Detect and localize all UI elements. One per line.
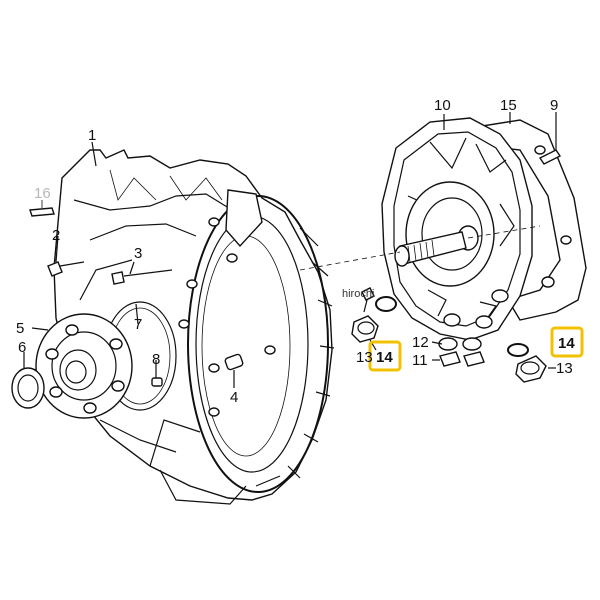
callout-12: 12: [412, 334, 429, 351]
leader-lines-left: [23, 141, 235, 388]
oring-left: [375, 296, 397, 312]
oring-right: [507, 343, 529, 357]
callout-9: 9: [550, 97, 558, 114]
callout-1: 1: [88, 127, 96, 144]
callout-13-left: 13: [356, 349, 373, 366]
plug-left: [351, 287, 379, 343]
callout-11: 11: [412, 352, 428, 369]
plug-right: [515, 355, 547, 383]
shaft-seal: [11, 367, 45, 409]
callout-7: 7: [134, 316, 142, 333]
callout-2: 2: [52, 227, 60, 244]
pump-cover-assembly: [381, 117, 587, 341]
callout-14-right: 14: [558, 335, 575, 352]
callout-10: 10: [434, 97, 451, 114]
bolt-11: [439, 351, 485, 367]
washer-12: [438, 337, 482, 351]
callout-16: 16: [34, 185, 51, 202]
callout-3: 3: [134, 245, 142, 262]
callout-4: 4: [230, 389, 238, 406]
callout-13-right: 13: [556, 360, 573, 377]
output-flange: [35, 313, 133, 419]
callout-14-left: 14: [376, 349, 393, 366]
watermark-text: hirochi: [342, 288, 374, 300]
callout-15: 15: [500, 97, 517, 114]
highlight-box-14-left: [368, 340, 402, 372]
assembly-axis-2: [467, 225, 541, 239]
flange-bolt-holes: [178, 217, 276, 417]
callout-6: 6: [18, 339, 26, 356]
assembly-axis: [299, 251, 401, 271]
callout-5: 5: [16, 320, 24, 337]
highlight-box-14-right: [550, 326, 584, 358]
leader-lines-right: [369, 112, 557, 369]
bell-housing: [29, 149, 335, 505]
callout-8: 8: [152, 351, 160, 368]
